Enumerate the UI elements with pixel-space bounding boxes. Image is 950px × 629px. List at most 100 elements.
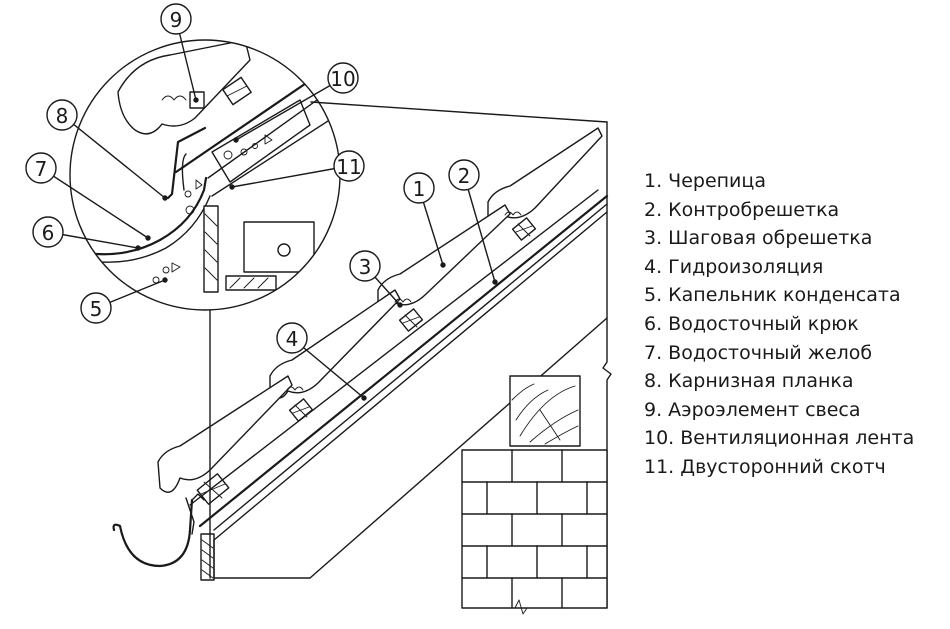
callout-leader-line [61,114,166,199]
callout-leader-dot [361,395,367,401]
detail-soffit [225,275,277,291]
callout-number: 3 [359,255,372,279]
callout-leader-dot [233,137,239,143]
detail-counter-batten-2 [211,109,340,197]
roof-section [112,121,612,615]
callout-leader-dot [440,262,446,268]
batten [288,398,314,422]
callout-circle [276,322,308,354]
legend-item: 10. Вентиляционная лента [644,427,915,450]
callout-leader-dot [193,97,199,103]
legend-item: 5. Капельник конденсата [644,284,901,307]
legend-item: 11. Двусторонний скотч [644,455,886,478]
drip-edge [185,497,195,535]
legend-item: 2. Контробрешетка [644,198,840,221]
callout-6: 6 [32,216,141,251]
callout-5: 5 [80,277,168,324]
batten [398,308,424,332]
callout-circle [333,150,365,182]
wall-plate [509,375,581,447]
batten [196,473,230,505]
fascia-hatch [201,539,214,579]
callout-group: 1 2 3 4 5 6 7 8 9 10 11 [25,3,498,401]
legend-item: 1. Черепица [644,170,766,192]
callout-11: 11 [229,150,365,190]
callout-number: 4 [286,327,299,351]
brick-wall [461,449,608,615]
legend-item: 6. Водосточный крюк [644,312,859,335]
callout-circle [349,250,381,282]
callout-circle [327,62,359,94]
detail-tile-clip [161,95,187,101]
detail-counter-batten [207,79,340,179]
detail-gutter [70,176,208,256]
callout-circle [46,99,78,131]
callout-number: 1 [413,177,426,201]
callout-8: 8 [46,99,168,201]
callout-2: 2 [448,159,498,285]
callout-number: 2 [458,164,471,188]
detail-batten [222,76,252,106]
soffit-line [309,317,608,579]
callout-number: 6 [42,221,55,245]
detail-zoom [69,39,341,311]
callout-leader-dot [397,302,403,308]
callout-leader-dot [162,195,168,201]
callout-7: 7 [25,152,151,241]
fascia-board [200,533,215,581]
gutter-hook [191,493,205,501]
gutter [112,498,194,568]
callout-number: 8 [56,104,69,128]
counter-batten-bottom [213,211,608,541]
legend-item: 3. Шаговая обрешетка [644,227,873,250]
callout-10: 10 [233,62,359,143]
detail-soffit-hatch [229,277,269,289]
callout-circle [80,292,112,324]
wall-line [602,121,612,609]
legend-item: 4. Гидроизоляция [644,255,824,278]
callout-3: 3 [349,250,403,308]
batten [511,217,537,241]
callout-circle [25,152,57,184]
callout-number: 9 [170,8,183,32]
callout-leader-dot [145,235,151,241]
underlay-line [198,194,609,528]
callout-number: 5 [90,297,103,321]
callout-leader-dot [135,245,141,251]
detail-drip-edge [166,126,207,200]
roof-tile [157,375,293,493]
callout-leader-line [463,174,496,283]
detail-hook [181,153,187,191]
legend-list: 1. Черепица 2. Контробрешетка 3. Шаговая… [644,167,914,482]
callout-circle [32,216,64,248]
legend-item: 7. Водосточный желоб [644,341,873,364]
callout-leader-line [235,77,344,141]
tile-clip [394,298,412,303]
callout-circle [448,159,480,191]
detail-fascia-hatch [204,213,218,281]
batten-rail [189,189,599,506]
callout-number: 10 [330,67,355,91]
detail-tile [117,40,251,135]
counter-batten-top [213,203,608,531]
callout-circle [403,172,435,204]
tile-clip [504,211,522,216]
callout-1: 1 [403,172,446,268]
callout-leader-dot [229,184,235,190]
detail-rafter-hole [277,243,291,257]
callout-leader-line [231,165,350,188]
callout-leader-dot [492,279,498,285]
callout-leader-dot [162,277,168,283]
tile-clip [286,386,304,391]
detail-vent-block [211,99,311,183]
detail-connector-line [310,101,608,123]
callout-number: 7 [35,157,48,181]
legend-item: 8. Карнизная планка [644,370,854,393]
legend-item: 9. Аэроэлемент свеса [644,398,861,421]
callout-number: 11 [336,155,361,179]
callout-circle [160,3,192,35]
callout-4: 4 [276,322,367,401]
callout-9: 9 [160,3,199,103]
callout-leader-line [40,167,149,239]
